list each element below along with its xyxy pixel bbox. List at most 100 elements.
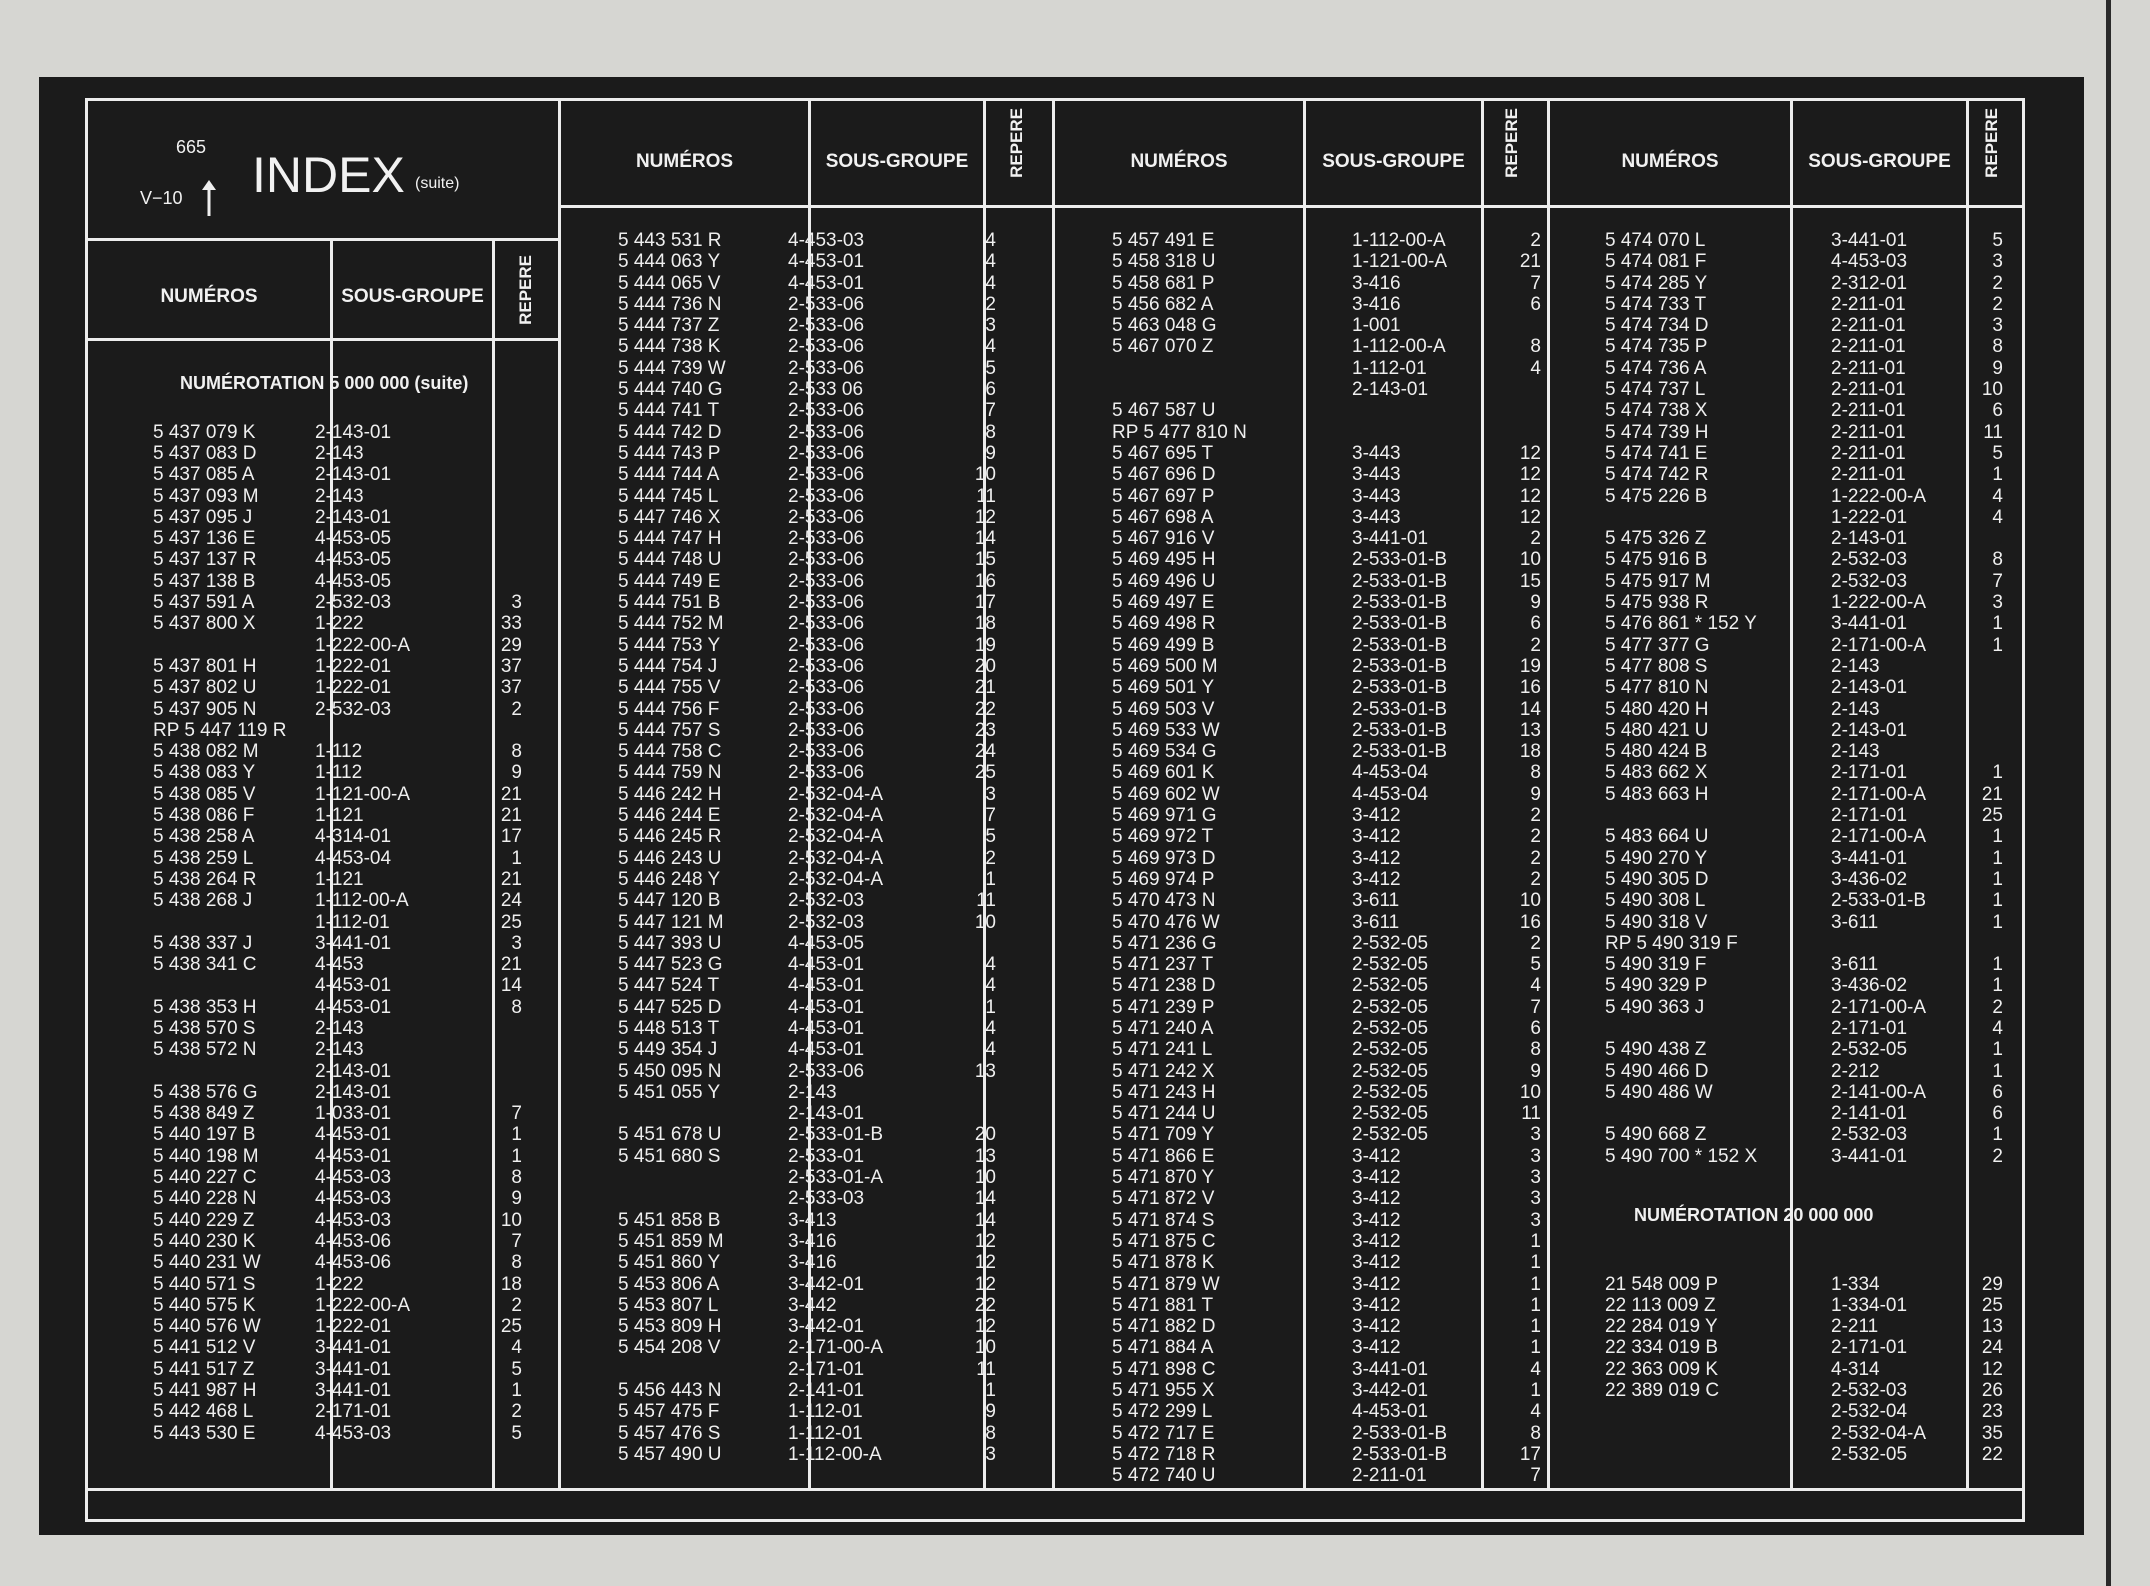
- repere-value: 26: [1981, 1380, 2003, 1402]
- sous-groupe-value: 2-532-04: [1831, 1401, 1908, 1423]
- sous-groupe-value: 2-532-03: [1831, 1124, 1908, 1146]
- repere-value: 37: [500, 655, 522, 677]
- part-number: 5 437 138 B: [153, 570, 256, 592]
- sous-groupe-value: 2-171-01: [1831, 762, 1908, 784]
- repere-value: 13: [974, 1145, 996, 1167]
- part-number: 5 444 756 F: [618, 698, 720, 720]
- sous-groupe-value: 2-533-06: [788, 741, 865, 763]
- header-sous-groupe: SOUS-GROUPE: [1808, 151, 1951, 172]
- sous-groupe-value: 3-412: [1352, 1167, 1401, 1189]
- part-number: 5 437 136 E: [153, 528, 256, 550]
- part-number: 5 471 709 Y: [1112, 1124, 1215, 1146]
- repere-value: 16: [1519, 911, 1541, 933]
- part-number: 5 469 971 G: [1112, 805, 1217, 827]
- sous-groupe-value: 3-443: [1352, 506, 1401, 528]
- page-subtitle: (suite): [415, 175, 460, 192]
- sous-groupe-value: 4-453-01: [788, 996, 865, 1018]
- part-number: 5 438 259 L: [153, 847, 254, 869]
- outer-frame: [85, 98, 2025, 1522]
- sous-groupe-value: 3-416: [1352, 293, 1401, 315]
- repere-value: 8: [1530, 1039, 1541, 1061]
- repere-value: 6: [1530, 1017, 1541, 1039]
- repere-value: 17: [500, 826, 522, 848]
- part-number: 5 447 393 U: [618, 932, 722, 954]
- repere-value: 1: [985, 1380, 996, 1402]
- sous-groupe-value: 1-222-00-A: [1831, 592, 1927, 614]
- sous-groupe-value: 1-112-01: [788, 1401, 863, 1423]
- part-number: 5 444 751 B: [618, 592, 721, 614]
- part-number: 5 471 874 S: [1112, 1209, 1215, 1231]
- part-number: 5 474 081 F: [1605, 251, 1707, 273]
- repere-value: 1: [1992, 634, 2003, 656]
- header-sous-groupe: SOUS-GROUPE: [1322, 151, 1465, 172]
- part-number: 5 474 741 E: [1605, 442, 1708, 464]
- sous-groupe-value: 2-533-06: [788, 677, 865, 699]
- sous-groupe-value: 1-112-01: [788, 1422, 863, 1444]
- repere-value: 4: [1992, 485, 2003, 507]
- repere-value: 10: [974, 1167, 996, 1189]
- repere-value: 8: [511, 996, 522, 1018]
- part-number: 5 446 245 R: [618, 826, 722, 848]
- part-number: RP 5 490 319 F: [1605, 932, 1738, 954]
- repere-value: 21: [500, 868, 522, 890]
- repere-value: 14: [974, 1209, 996, 1231]
- sous-groupe-value: 3-436-02: [1831, 868, 1908, 890]
- sous-groupe-value: 2-533-06: [788, 762, 865, 784]
- sous-groupe-value: 2-532-04-A: [788, 783, 884, 805]
- header-sous-groupe: SOUS-GROUPE: [825, 151, 969, 172]
- sous-groupe-value: 4-453-04: [1352, 762, 1429, 784]
- repere-value: 1: [985, 868, 996, 890]
- table-row: [87, 400, 557, 421]
- table-row: [87, 273, 557, 294]
- sous-groupe-value: 2-211: [1831, 1316, 1879, 1338]
- part-number: 5 444 739 W: [618, 357, 726, 379]
- repere-value: 1: [1530, 1294, 1541, 1316]
- part-number: 5 444 742 D: [618, 421, 722, 443]
- sous-groupe-value: 2-533-06: [788, 634, 865, 656]
- repere-value: 12: [1981, 1358, 2003, 1380]
- part-number: 5 444 752 M: [618, 613, 724, 635]
- part-number: 5 440 576 W: [153, 1316, 261, 1338]
- sous-groupe-value: 4-453-01: [1352, 1401, 1429, 1423]
- repere-value: 10: [974, 911, 996, 933]
- repere-value: 10: [974, 464, 996, 486]
- sous-groupe-value: 4-453-05: [315, 549, 392, 571]
- part-number: 5 480 420 H: [1605, 698, 1709, 720]
- part-number: 5 446 248 Y: [618, 868, 721, 890]
- sous-groupe-value: 3-412: [1352, 847, 1401, 869]
- sous-groupe-value: 1-334: [1831, 1273, 1880, 1295]
- section-heading: NUMÉROTATION 5 000 000 (suite): [180, 373, 469, 393]
- sous-groupe-value: 2-533-06: [788, 485, 865, 507]
- repere-value: 35: [1981, 1422, 2003, 1444]
- part-number: 5 471 243 H: [1112, 1081, 1216, 1103]
- sous-groupe-value: 3-416: [788, 1230, 837, 1252]
- part-number: 5 469 496 U: [1112, 570, 1216, 592]
